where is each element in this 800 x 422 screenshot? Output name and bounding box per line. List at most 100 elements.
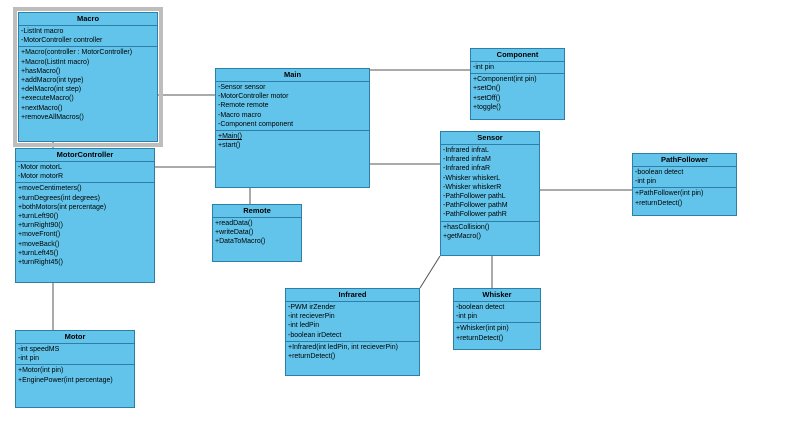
method: +moveFront()	[18, 231, 61, 239]
attribute: -int ledPin	[288, 322, 320, 330]
class-box-macro[interactable]: Macro -ListInt macro -MotorController cont…	[18, 12, 158, 142]
attribute: -int pin	[635, 178, 657, 186]
class-box-remote[interactable]: Remote+readData()+writeData()+DataToMacr…	[212, 204, 302, 262]
method: +bothMotors(int percentage)	[18, 203, 107, 211]
method: +removeAllMacros()	[21, 113, 84, 121]
attribute: -int speedMS	[18, 346, 60, 353]
attributes-section-infrared: -PWM irZender -int recieverPin-int ledPin…	[286, 302, 419, 342]
attribute: -boolean irDetect	[288, 331, 342, 339]
method: +moveCentimeters()	[18, 185, 82, 193]
method: +returnDetect()	[635, 199, 683, 207]
attribute: -Infrared infraM	[443, 156, 491, 164]
methods-section-main: +Main()+start()	[216, 131, 369, 151]
method: +turnLeft90()	[18, 213, 59, 221]
attribute: -Component component	[218, 120, 294, 128]
method: +delMacro(int step)	[21, 86, 82, 94]
method: +nextMacro()	[21, 104, 63, 112]
methods-section-remote: +readData() +writeData()+DataToMacro()	[213, 218, 301, 248]
attribute: -boolean detect	[635, 169, 684, 176]
class-name-main: Main	[216, 69, 369, 82]
attribute: -Infrared infraL	[443, 147, 489, 154]
methods-section-sensor: +hasCollision()+getMacro()	[441, 222, 539, 242]
class-name-macro: Macro	[19, 13, 157, 26]
attribute: -MotorController controller	[21, 37, 103, 45]
attribute: -boolean detect	[456, 304, 505, 311]
method: +Infrared(int ledPin, int recieverPin)	[288, 343, 398, 351]
methods-section-pathfollower: +PathFollower(int pin)+returnDetect()	[633, 188, 736, 208]
attributes-section-sensor: -Infrared infraL -Infrared infraM-Infrare…	[441, 145, 539, 222]
class-name-whisker: Whisker	[454, 289, 540, 302]
method: +turnRight90()	[18, 222, 63, 230]
attribute: -int pin	[456, 313, 478, 321]
method: +DataToMacro()	[215, 238, 266, 246]
attribute: -PWM irZender	[288, 304, 336, 311]
method: +Main()	[218, 133, 242, 141]
class-box-motorcontroller[interactable]: MotorController-Motor motorL-Motor motor…	[15, 148, 155, 283]
method: +turnRight45()	[18, 259, 63, 267]
method: +getMacro()	[443, 232, 481, 240]
method: +addMacro(int type)	[21, 77, 84, 85]
method: +Component(int pin)	[473, 76, 537, 84]
attribute: -Whisker whiskerL	[443, 174, 501, 182]
method: +Macro(ListInt macro)	[21, 58, 90, 66]
class-box-component[interactable]: Component-int pin+Component(int pin)+set…	[470, 48, 565, 120]
class-name-infrared: Infrared	[286, 289, 419, 302]
selection-frame-macro	[13, 7, 163, 147]
method: +Macro(controller : MotorController)	[21, 49, 133, 57]
method: +Whisker(int pin)	[456, 325, 509, 333]
class-name-motor: Motor	[16, 331, 134, 344]
method: +hasMacro()	[21, 67, 61, 75]
class-box-motor[interactable]: Motor -int speedMS -int pin +Motor(int pin)…	[15, 330, 135, 408]
attributes-section-whisker: -boolean detect -int pin	[454, 302, 540, 324]
method: +toggle()	[473, 103, 501, 111]
method: +turnDegrees(int degrees)	[18, 194, 100, 202]
attribute: -Macro macro	[218, 111, 262, 119]
method: +returnDetect()	[456, 334, 504, 342]
attribute: -int recieverPin	[288, 313, 335, 321]
attribute: -MotorController motor	[218, 93, 289, 101]
class-box-main[interactable]: Main -Sensor sensor -MotorController motor…	[215, 68, 370, 188]
class-name-pathfollower: PathFollower	[633, 154, 736, 167]
method: +writeData()	[215, 229, 254, 237]
methods-section-component: +Component(int pin)+setOn()+setOff()+tog…	[471, 74, 564, 113]
class-box-infrared[interactable]: Infrared -PWM irZender -int recieverPin-in…	[285, 288, 420, 376]
class-box-sensor[interactable]: Sensor -Infrared infraL -Infrared infraM-I…	[440, 131, 540, 256]
attribute: -PathFollower pathM	[443, 202, 508, 210]
method: +Motor(int pin)	[18, 367, 64, 375]
methods-section-motorcontroller: +moveCentimeters()+turnDegrees(int degre…	[16, 183, 154, 268]
class-name-component: Component	[471, 49, 564, 62]
attribute: -int pin	[473, 64, 495, 71]
methods-section-macro: +Macro(controller : MotorController)+Mac…	[19, 47, 157, 123]
method: +setOff()	[473, 94, 501, 102]
method: +setOn()	[473, 85, 501, 93]
methods-section-whisker: +Whisker(int pin)+returnDetect()	[454, 323, 540, 343]
method: +start()	[218, 142, 241, 150]
attributes-section-main: -Sensor sensor -MotorController motor-Rem…	[216, 82, 369, 132]
attribute: -Remote remote	[218, 102, 269, 110]
attribute: -Whisker whiskerR	[443, 183, 502, 191]
attribute: -PathFollower pathR	[443, 211, 507, 219]
attribute: -Sensor sensor	[218, 84, 266, 91]
method: +hasCollision()	[443, 223, 490, 231]
method: +EnginePower(int percentage)	[18, 376, 113, 384]
method: +readData()	[215, 220, 253, 227]
attributes-section-motorcontroller: -Motor motorL-Motor motorR	[16, 162, 154, 184]
class-name-sensor: Sensor	[441, 132, 539, 145]
class-name-motorcontroller: MotorController	[16, 149, 154, 162]
connector-sensor-infrared[interactable]	[419, 255, 441, 289]
attribute: -Motor motorL	[18, 164, 62, 171]
method: +turnLeft45()	[18, 249, 59, 257]
attribute: -int pin	[18, 355, 40, 363]
method: +PathFollower(int pin)	[635, 190, 704, 198]
attribute: -ListInt macro	[21, 28, 64, 35]
methods-section-infrared: +Infrared(int ledPin, int recieverPin) +r…	[286, 342, 419, 362]
attributes-section-macro: -ListInt macro -MotorController controlle…	[19, 26, 157, 48]
attributes-section-pathfollower: -boolean detect -int pin	[633, 167, 736, 189]
method: +returnDetect()	[288, 353, 336, 361]
attribute: -PathFollower pathL	[443, 193, 506, 201]
class-box-pathfollower[interactable]: PathFollower -boolean detect -int pin +Path…	[632, 153, 737, 216]
class-box-whisker[interactable]: Whisker -boolean detect -int pin +Whisker(i…	[453, 288, 541, 350]
attribute: -Infrared infraR	[443, 165, 491, 173]
